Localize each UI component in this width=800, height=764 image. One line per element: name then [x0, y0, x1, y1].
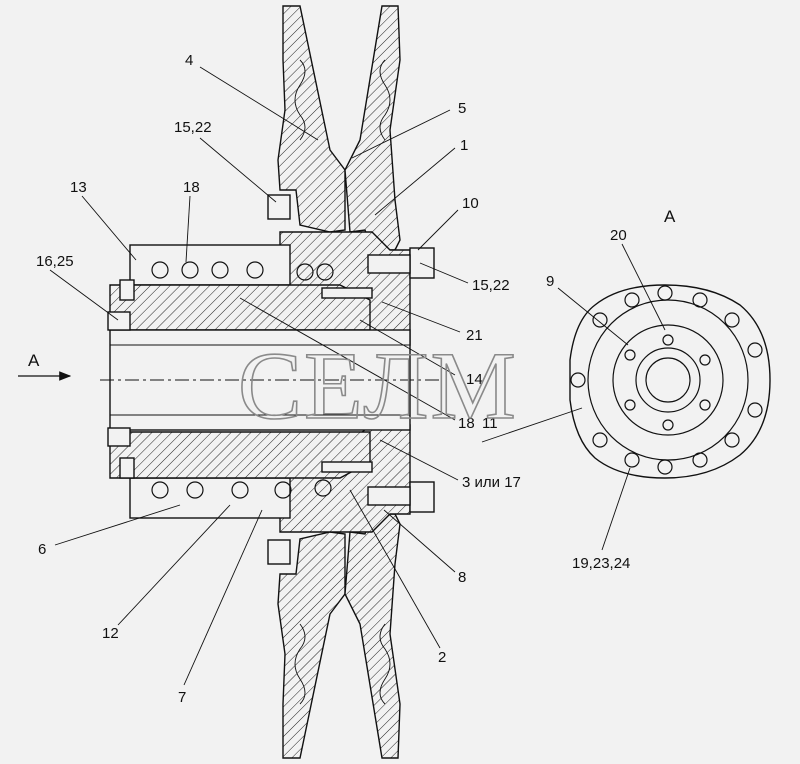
- bolt-far-left-lower: [119, 457, 135, 479]
- bolt-lower-left: [267, 539, 291, 565]
- pulley-half-left-lower: [277, 531, 346, 759]
- callout-3-or-17: 3 или 17: [462, 474, 521, 491]
- watermark: СЕЛМ: [238, 332, 518, 439]
- section-view: [100, 5, 440, 759]
- spring-housing-lower: [129, 477, 291, 519]
- view-label: А: [664, 207, 676, 226]
- callout-11: 11: [482, 415, 498, 432]
- pulley-half-right-lower: [344, 513, 401, 759]
- callout-10: 10: [462, 195, 479, 212]
- end-view: [569, 284, 771, 479]
- callout-4: 4: [185, 52, 193, 69]
- callout-15-22-lower: 15,22: [472, 277, 510, 294]
- flange-outline: [569, 284, 771, 479]
- leader-lines: [49, 66, 666, 686]
- callout-8: 8: [458, 569, 466, 586]
- callout-5: 5: [458, 100, 466, 117]
- bolt-far-left-upper: [119, 279, 135, 301]
- spring-coils-lower: [151, 479, 332, 499]
- callout-14: 14: [466, 371, 483, 388]
- bolt-upper-left: [267, 194, 291, 220]
- callout-9: 9: [546, 273, 554, 290]
- callout-18-upper: 18: [183, 179, 200, 196]
- pulley-half-left: [277, 5, 346, 233]
- callout-2: 2: [438, 649, 446, 666]
- spring-coils-upper: [151, 261, 334, 281]
- callout-16-25: 16,25: [36, 253, 74, 270]
- arrow-label: А: [28, 351, 40, 370]
- pulley-half-right: [344, 5, 401, 251]
- callout-6: 6: [38, 541, 46, 558]
- callout-1: 1: [460, 137, 468, 154]
- bolt-holes: [570, 285, 763, 475]
- callout-13: 13: [70, 179, 87, 196]
- callout-20: 20: [610, 227, 627, 244]
- callout-19-23-24: 19,23,24: [572, 555, 630, 572]
- bolt-upper-right: [409, 247, 435, 279]
- callout-12: 12: [102, 625, 119, 642]
- callout-18-lower: 18: [458, 415, 475, 432]
- callout-15-22-upper: 15,22: [174, 119, 212, 136]
- callout-7: 7: [178, 689, 186, 706]
- callout-21: 21: [466, 327, 483, 344]
- bolt-lower-right: [409, 481, 435, 513]
